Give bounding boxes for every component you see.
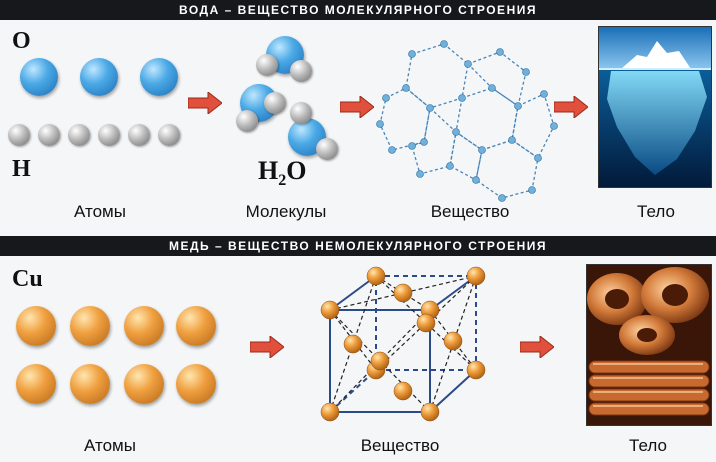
- water-panel: O H H2O: [0, 20, 716, 232]
- arrow-icon: [188, 92, 222, 114]
- copper-atom: [124, 306, 164, 346]
- hydrogen-atom: [8, 124, 30, 146]
- copper-atom: [70, 306, 110, 346]
- copper-coils-image: [586, 264, 712, 426]
- caption-body: Тело: [629, 436, 667, 455]
- water-formula: H2O: [258, 156, 307, 190]
- hydrogen-symbol: H: [12, 156, 31, 182]
- caption-atoms: Атомы: [84, 436, 136, 455]
- copper-banner: МЕДЬ – ВЕЩЕСТВО НЕМОЛЕКУЛЯРНОГО СТРОЕНИЯ: [0, 236, 716, 256]
- oxygen-atom: [80, 58, 118, 96]
- caption-atoms: Атомы: [74, 202, 126, 221]
- hydrogen-atom: [38, 124, 60, 146]
- arrow-icon: [554, 96, 588, 118]
- oxygen-symbol: O: [12, 28, 31, 54]
- copper-panel: Cu: [0, 256, 716, 462]
- hydrogen-atom: [68, 124, 90, 146]
- hydrogen-atom: [158, 124, 180, 146]
- copper-atom: [176, 306, 216, 346]
- oxygen-atom: [20, 58, 58, 96]
- caption-molecules: Молекулы: [245, 202, 327, 221]
- ice-crystal-lattice: [376, 40, 558, 202]
- arrow-icon: [250, 336, 284, 358]
- copper-symbol: Cu: [12, 266, 43, 292]
- caption-substance: Вещество: [360, 436, 440, 455]
- caption-body: Тело: [637, 202, 675, 221]
- oxygen-atom: [140, 58, 178, 96]
- water-banner: ВОДА – ВЕЩЕСТВО МОЛЕКУЛЯРНОГО СТРОЕНИЯ: [0, 0, 716, 20]
- copper-atom: [176, 364, 216, 404]
- copper-atom: [124, 364, 164, 404]
- copper-crystal-lattice: [320, 266, 486, 422]
- caption-substance: Вещество: [430, 202, 510, 221]
- hydrogen-atom: [98, 124, 120, 146]
- copper-atom: [16, 364, 56, 404]
- iceberg-image: [598, 26, 712, 188]
- arrow-icon: [520, 336, 554, 358]
- copper-atom: [70, 364, 110, 404]
- arrow-icon: [340, 96, 374, 118]
- hydrogen-atom: [128, 124, 150, 146]
- copper-atom: [16, 306, 56, 346]
